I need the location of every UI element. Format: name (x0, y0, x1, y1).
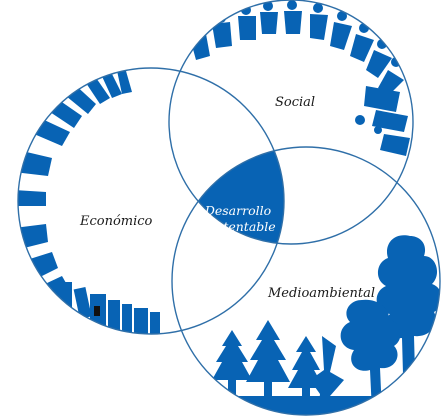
people-silhouettes-icon (190, 0, 410, 156)
city-skyline-icon (18, 68, 160, 334)
center-label-line1: Desarrollo (204, 203, 271, 218)
forest-trees-icon (200, 235, 440, 415)
social-label: Social (275, 95, 315, 110)
social-circle (168, 0, 414, 245)
center-label-line2: Sustentable (200, 219, 275, 234)
environmental-label: Medioambiental (267, 286, 375, 301)
economic-label: Económico (79, 214, 153, 229)
economic-circle (17, 67, 285, 335)
center-intersection (172, 147, 284, 244)
environmental-circle (171, 146, 441, 416)
